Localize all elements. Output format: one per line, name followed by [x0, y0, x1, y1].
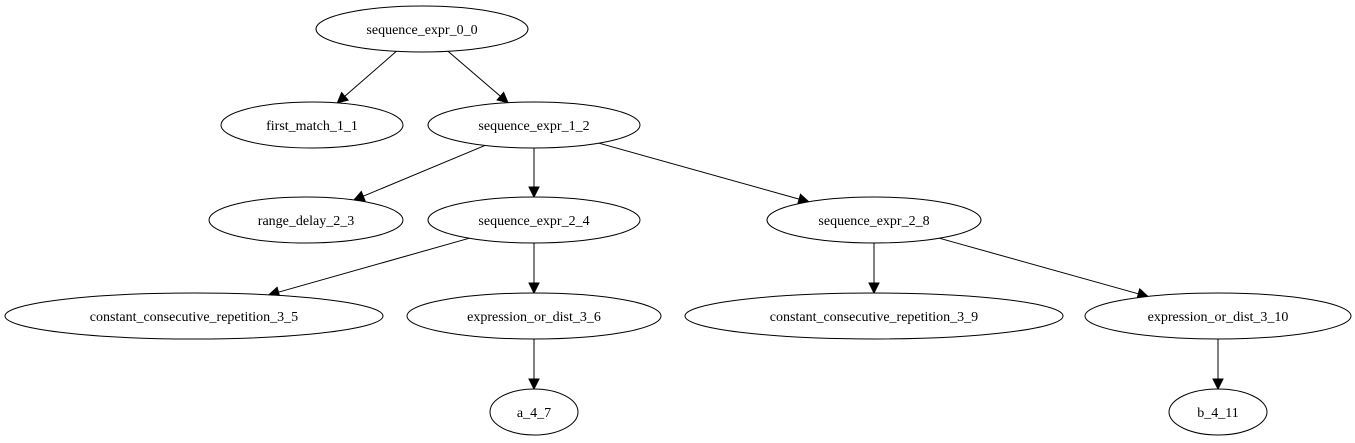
edge-sequence_expr_2_8-to-expression_or_dist_3_10 [939, 237, 1149, 300]
arrowhead-icon [528, 282, 540, 295]
node-sequence_expr_0_0: sequence_expr_0_0 [315, 5, 529, 53]
arrowhead-icon [868, 282, 880, 295]
node-label: sequence_expr_0_0 [366, 23, 477, 38]
node-label: expression_or_dist_3_6 [467, 310, 601, 325]
node-ellipse [684, 292, 1064, 340]
node-constant_consecutive_repetition_3_5: constant_consecutive_repetition_3_5 [4, 292, 384, 340]
edge-sequence_expr_2_4-to-expression_or_dist_3_6 [528, 243, 540, 295]
node-label: range_delay_2_3 [258, 214, 354, 229]
edge-line [447, 50, 501, 97]
node-label: a_4_7 [517, 406, 551, 421]
node-ellipse [1084, 292, 1352, 340]
arrowhead-icon [496, 91, 509, 104]
node-first_match_1_1: first_match_1_1 [220, 101, 404, 149]
edge-line [598, 142, 800, 200]
arrowhead-icon [352, 190, 366, 202]
node-label: sequence_expr_1_2 [478, 119, 589, 134]
arrowhead-icon [528, 378, 540, 391]
node-label: first_match_1_1 [266, 119, 358, 134]
node-range_delay_2_3: range_delay_2_3 [208, 196, 404, 244]
node-ellipse [220, 101, 404, 149]
node-sequence_expr_1_2: sequence_expr_1_2 [427, 101, 641, 149]
nodes-layer: sequence_expr_0_0 first_match_1_1 sequence… [4, 5, 1352, 436]
node-ellipse [406, 292, 662, 340]
edge-sequence_expr_0_0-to-sequence_expr_1_2 [447, 50, 509, 104]
arrowhead-icon [1212, 378, 1224, 391]
edge-line [363, 144, 486, 197]
node-ellipse [489, 388, 579, 436]
node-label: constant_consecutive_repetition_3_5 [90, 310, 298, 325]
edge-expression_or_dist_3_10-to-b_4_11 [1212, 339, 1224, 391]
edge-sequence_expr_1_2-to-sequence_expr_2_4 [528, 148, 540, 199]
edge-sequence_expr_2_8-to-constant_consecutive_repetition_3_9 [868, 243, 880, 295]
edge-sequence_expr_2_4-to-constant_consecutive_repetition_3_5 [267, 237, 470, 298]
edge-expression_or_dist_3_6-to-a_4_7 [528, 339, 540, 391]
node-ellipse [427, 101, 641, 149]
node-b_4_11: b_4_11 [1168, 388, 1268, 436]
node-sequence_expr_2_8: sequence_expr_2_8 [766, 196, 982, 244]
node-label: sequence_expr_2_8 [818, 214, 929, 229]
node-label: constant_consecutive_repetition_3_9 [770, 310, 978, 325]
node-ellipse [4, 292, 384, 340]
edge-sequence_expr_1_2-to-range_delay_2_3 [352, 144, 486, 202]
node-ellipse [315, 5, 529, 53]
node-expression_or_dist_3_6: expression_or_dist_3_6 [406, 292, 662, 340]
node-a_4_7: a_4_7 [489, 388, 579, 436]
node-label: expression_or_dist_3_10 [1148, 310, 1289, 325]
node-ellipse [427, 196, 641, 244]
node-label: b_4_11 [1197, 406, 1238, 421]
node-expression_or_dist_3_10: expression_or_dist_3_10 [1084, 292, 1352, 340]
arrowhead-icon [528, 186, 540, 199]
edge-line [278, 237, 470, 293]
edge-sequence_expr_1_2-to-sequence_expr_2_8 [598, 142, 810, 205]
arrowhead-icon [336, 91, 350, 104]
node-ellipse [208, 196, 404, 244]
edges-layer [267, 50, 1224, 391]
edge-sequence_expr_0_0-to-first_match_1_1 [336, 50, 397, 104]
node-ellipse [766, 196, 982, 244]
edge-line [344, 50, 397, 97]
edge-line [939, 237, 1139, 295]
node-constant_consecutive_repetition_3_9: constant_consecutive_repetition_3_9 [684, 292, 1064, 340]
node-sequence_expr_2_4: sequence_expr_2_4 [427, 196, 641, 244]
node-label: sequence_expr_2_4 [478, 214, 589, 229]
node-ellipse [1168, 388, 1268, 436]
